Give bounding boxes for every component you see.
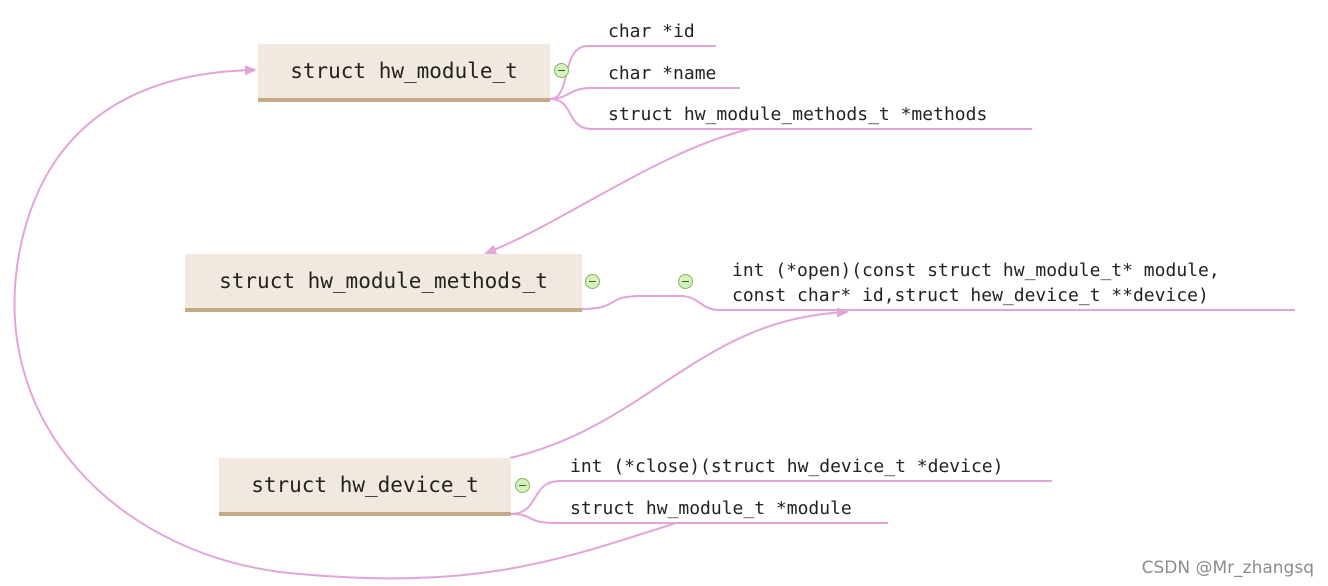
link-methods-to-struct xyxy=(484,128,751,255)
field-open-line-1[interactable]: int (*open)(const struct hw_module_t* mo… xyxy=(732,260,1220,281)
node-hw-module-methods-t[interactable]: struct hw_module_methods_t xyxy=(185,254,582,312)
collapse-icon[interactable] xyxy=(678,274,693,289)
node-hw-module-methods-t-label: struct hw_module_methods_t xyxy=(219,269,548,293)
link-module-loop xyxy=(13,65,677,580)
field-char-name[interactable]: char *name xyxy=(608,63,717,84)
branch-name xyxy=(549,87,740,100)
field-module-pointer[interactable]: struct hw_module_t *module xyxy=(570,498,852,519)
field-methods-pointer[interactable]: struct hw_module_methods_t *methods xyxy=(608,104,988,125)
collapse-icon[interactable] xyxy=(554,63,569,78)
field-char-id[interactable]: char *id xyxy=(608,21,695,42)
branch-methods xyxy=(549,98,1032,130)
watermark: CSDN @Mr_zhangsq xyxy=(1141,558,1314,578)
branch-close xyxy=(510,480,1052,515)
node-hw-module-t-label: struct hw_module_t xyxy=(290,59,518,83)
link-device-to-open xyxy=(509,307,849,459)
collapse-icon[interactable] xyxy=(515,478,530,493)
branch-open xyxy=(581,295,1295,311)
node-hw-module-t[interactable]: struct hw_module_t xyxy=(258,44,550,102)
node-hw-device-t[interactable]: struct hw_device_t xyxy=(219,458,511,516)
collapse-icon[interactable] xyxy=(585,274,600,289)
field-close[interactable]: int (*close)(struct hw_device_t *device) xyxy=(570,456,1004,477)
field-open-line-2[interactable]: const char* id,struct hew_device_t **dev… xyxy=(732,285,1209,306)
node-hw-device-t-label: struct hw_device_t xyxy=(251,473,479,497)
branch-module xyxy=(510,513,888,524)
